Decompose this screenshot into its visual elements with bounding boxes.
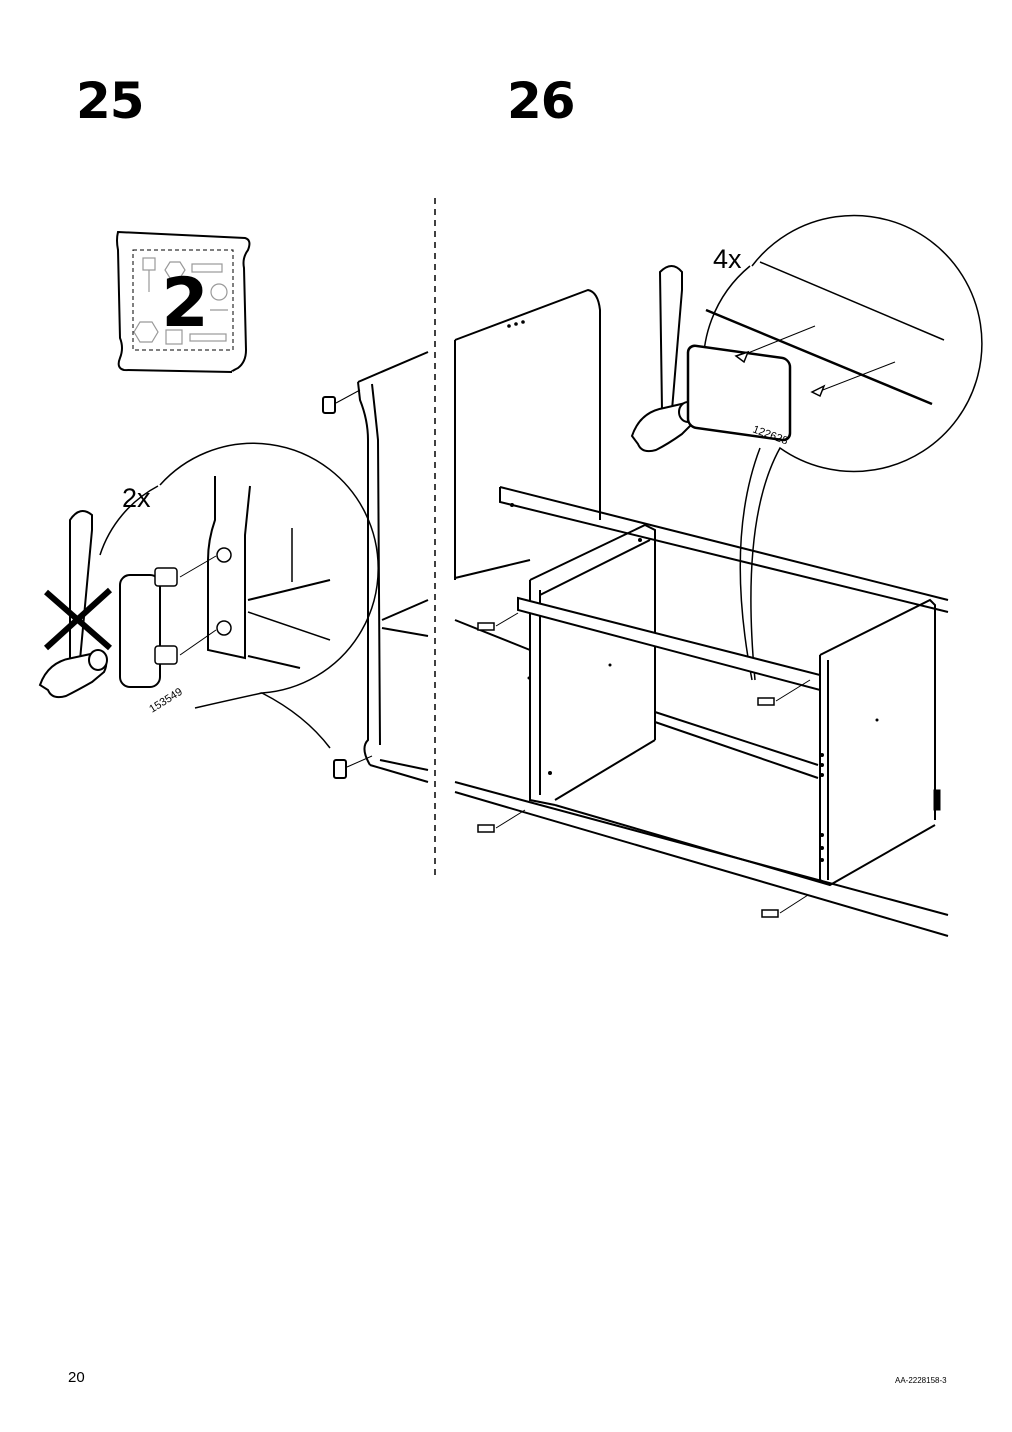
hammer-crossed-out-icon bbox=[38, 510, 113, 699]
cabinet-frame-step-26 bbox=[454, 288, 949, 937]
step-25-number: 25 bbox=[76, 72, 145, 130]
detail-circle-step-26 bbox=[686, 214, 983, 681]
screw-holes bbox=[507, 320, 879, 862]
bag-number: 2 bbox=[161, 264, 208, 343]
page-number: 20 bbox=[68, 1369, 85, 1386]
hammer-icon bbox=[630, 265, 698, 453]
step-26-number: 26 bbox=[507, 72, 576, 130]
part-number-step-25: 153549 bbox=[147, 686, 184, 716]
detail-circle-step-25 bbox=[99, 442, 379, 749]
document-code: AA-2228158-3 bbox=[895, 1376, 947, 1385]
side-panel-step-25 bbox=[322, 351, 429, 783]
hardware-bag-icon: 2 bbox=[116, 230, 251, 373]
quantity-label-step-26: 4x bbox=[713, 244, 742, 274]
quantity-label-step-25: 2x bbox=[122, 483, 151, 513]
